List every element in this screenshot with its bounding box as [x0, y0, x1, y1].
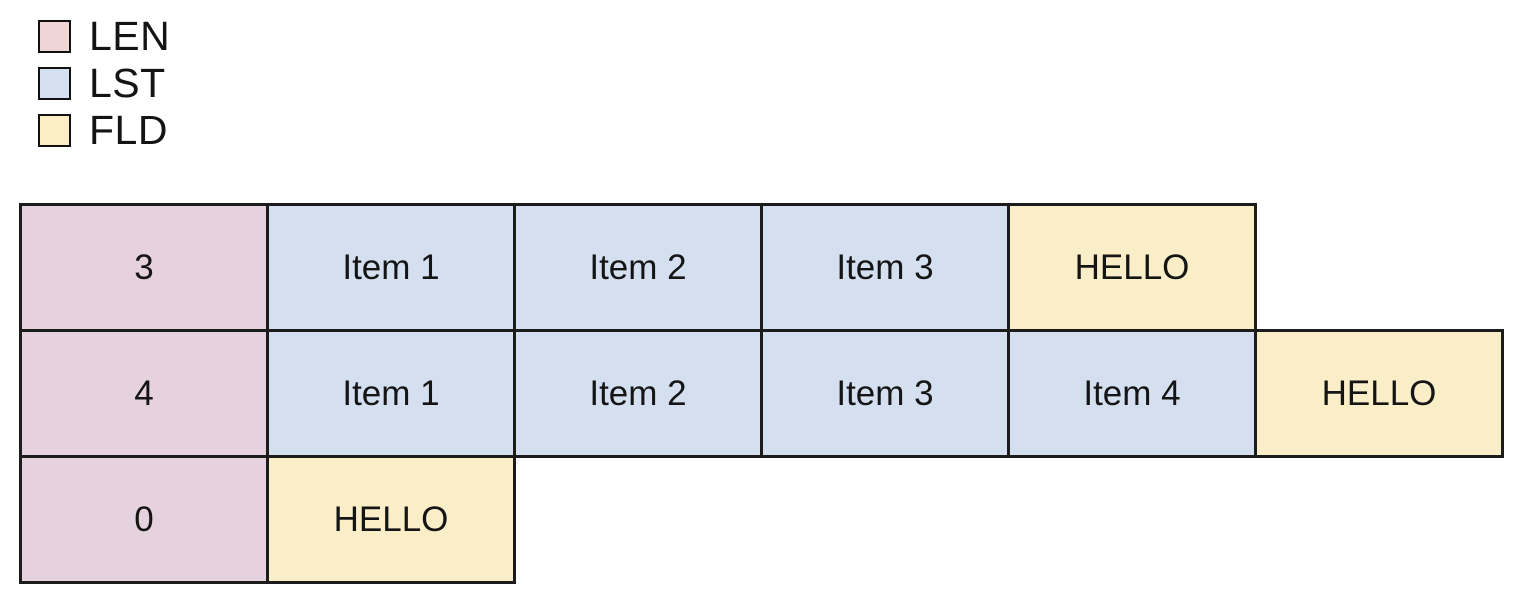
- cell-text: Item 4: [1083, 373, 1181, 413]
- cell-text: 0: [134, 499, 154, 539]
- table-cell-lst: Item 1: [266, 203, 516, 332]
- cell-text: HELLO: [1074, 247, 1190, 287]
- cell-text: HELLO: [333, 499, 449, 539]
- table-cell-lst: Item 2: [513, 329, 763, 458]
- table-cell-fld: HELLO: [266, 455, 516, 584]
- legend-item-lst: LST: [38, 59, 170, 106]
- table-cell-len: 0: [19, 455, 269, 584]
- table-cell-lst: Item 3: [760, 329, 1010, 458]
- cell-text: 4: [134, 373, 154, 413]
- cell-text: Item 2: [589, 373, 687, 413]
- cell-text: Item 1: [342, 247, 440, 287]
- table-cell-len: 3: [19, 203, 269, 332]
- table-cell-lst: Item 4: [1007, 329, 1257, 458]
- cell-text: Item 2: [589, 247, 687, 287]
- table-row-3: 0 HELLO: [19, 455, 1504, 584]
- table-cell-fld: HELLO: [1007, 203, 1257, 332]
- legend-swatch-len: [38, 19, 71, 53]
- legend-label-fld: FLD: [89, 106, 168, 153]
- legend-label-len: LEN: [89, 12, 171, 59]
- table-cell-lst: Item 1: [266, 329, 516, 458]
- cell-text: Item 1: [342, 373, 440, 413]
- table-row-1: 3 Item 1 Item 2 Item 3 HELLO: [19, 203, 1504, 332]
- table-cell-len: 4: [19, 329, 269, 458]
- table-cell-lst: Item 3: [760, 203, 1010, 332]
- cell-text: HELLO: [1321, 373, 1437, 413]
- legend-item-len: LEN: [38, 12, 171, 59]
- cell-text: Item 3: [836, 247, 934, 287]
- cell-text: Item 3: [836, 373, 934, 413]
- cell-text: 3: [134, 247, 154, 287]
- legend-label-lst: LST: [89, 59, 166, 106]
- legend-swatch-lst: [38, 66, 71, 100]
- table-row-2: 4 Item 1 Item 2 Item 3 Item 4 HELLO: [19, 329, 1504, 458]
- legend-item-fld: FLD: [38, 106, 170, 153]
- legend-swatch-fld: [38, 113, 71, 147]
- table-cell-fld: HELLO: [1254, 329, 1504, 458]
- table-cell-lst: Item 2: [513, 203, 763, 332]
